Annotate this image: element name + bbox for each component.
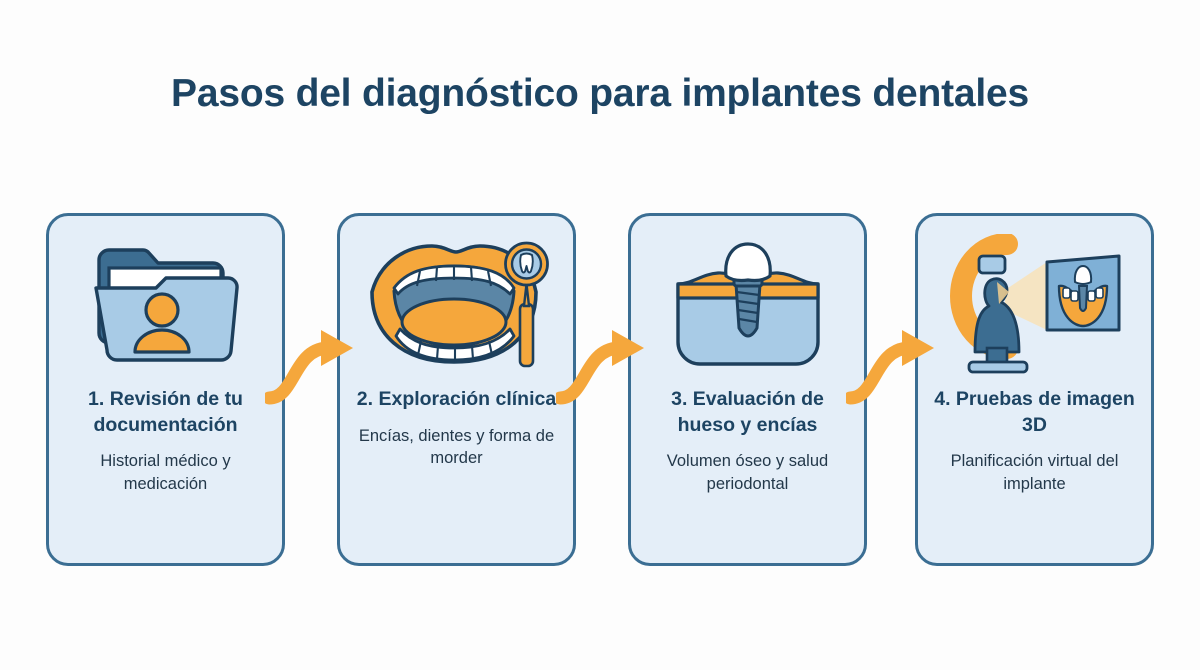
step-4-icon-area <box>918 216 1151 391</box>
step-1-title: 1. Revisión de tu documentación <box>88 388 243 436</box>
patient-folder-icon <box>93 247 239 362</box>
step-2-subtitle: Encías, dientes y forma de morder <box>358 426 555 467</box>
step-card-4[interactable]: 4. Pruebas de imagen 3D Planificación vi… <box>915 213 1154 566</box>
step-3-icon-area <box>631 216 864 391</box>
page-title: Pasos del diagnóstico para implantes den… <box>171 72 1029 115</box>
step-2-icon-area <box>340 216 573 391</box>
step-1-icon-area <box>49 216 282 391</box>
step-card-1[interactable]: 1. Revisión de tu documentación Historia… <box>46 213 285 566</box>
step-4-title: 4. Pruebas de imagen 3D <box>934 388 1135 436</box>
step-3-title: 3. Evaluación de hueso y encías <box>671 388 824 436</box>
step-4-subtitle: Planificación virtual del implante <box>950 452 1119 493</box>
steps-row: 1. Revisión de tu documentación Historia… <box>0 213 1200 566</box>
implant-in-bone-icon <box>675 241 820 366</box>
cbct-scanner-icon <box>949 233 1120 373</box>
step-3-subtitle: Volumen óseo y salud periodontal <box>666 452 829 493</box>
step-card-2[interactable]: 2. Exploración clínica Encías, dientes y… <box>337 213 576 566</box>
step-1-subtitle: Historial médico y medicación <box>100 452 231 493</box>
open-mouth-mirror-icon <box>369 241 549 368</box>
step-card-3[interactable]: 3. Evaluación de hueso y encías Volumen … <box>628 213 867 566</box>
step-2-title: 2. Exploración clínica <box>356 388 557 410</box>
